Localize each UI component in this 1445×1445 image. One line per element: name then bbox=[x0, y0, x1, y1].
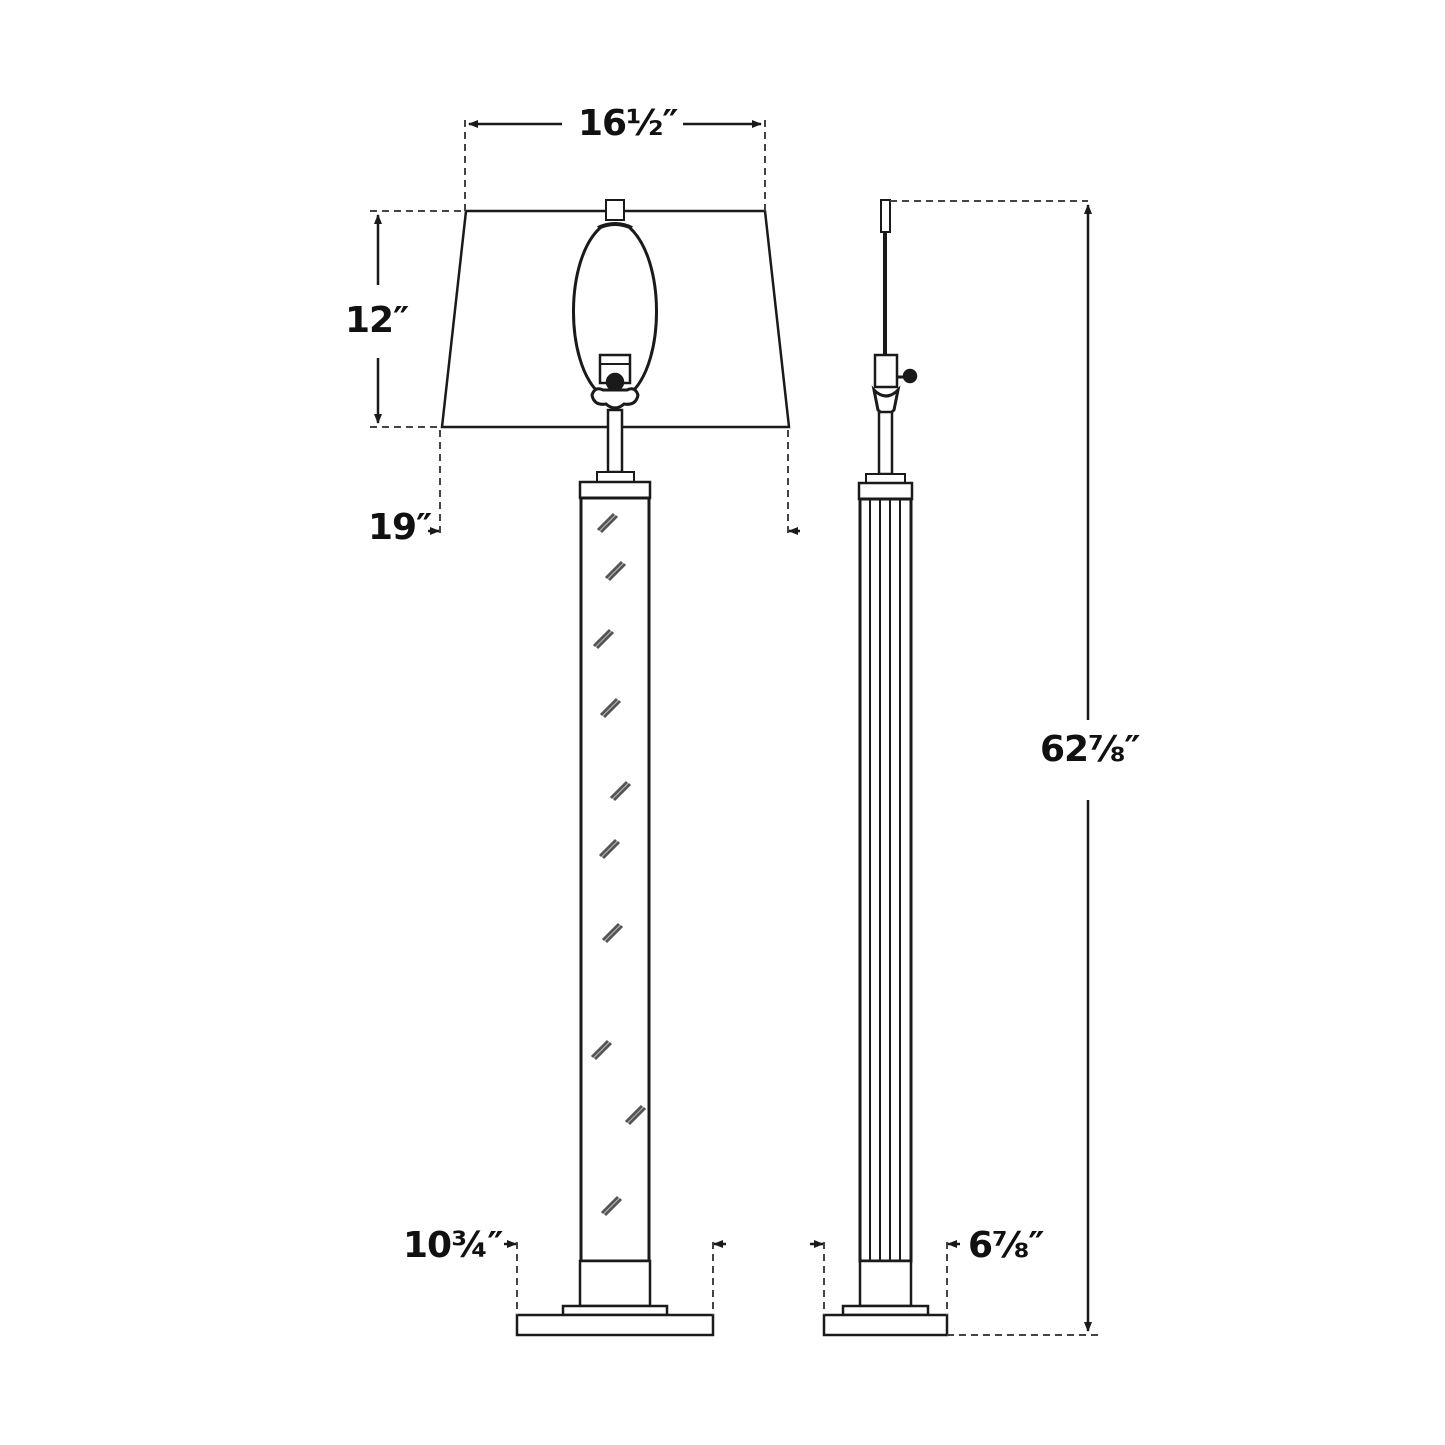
shade-height-label: 12″ bbox=[345, 300, 409, 341]
shade-bottom-height-label: 19″ bbox=[368, 507, 432, 548]
dimension-arrows bbox=[374, 120, 1092, 1332]
front-column bbox=[579, 496, 651, 1263]
side-column-flutes bbox=[869, 499, 901, 1261]
extension-lines bbox=[370, 120, 1100, 1336]
glass-bubble-marks bbox=[590, 512, 647, 1217]
side-column bbox=[858, 497, 913, 1263]
front-view bbox=[440, 199, 791, 1337]
front-harp bbox=[572, 226, 602, 394]
side-view bbox=[822, 199, 949, 1337]
shade-width-label: 16½″ bbox=[572, 106, 684, 142]
front-shade bbox=[440, 209, 791, 429]
side-base bbox=[822, 1313, 949, 1337]
base-width-front-label: 10¾″ bbox=[403, 1225, 503, 1266]
front-base bbox=[515, 1313, 715, 1337]
front-finial bbox=[605, 199, 625, 221]
overall-height-label: 62⅞″ bbox=[1040, 728, 1140, 772]
base-width-side-label: 6⅞″ bbox=[968, 1225, 1044, 1266]
